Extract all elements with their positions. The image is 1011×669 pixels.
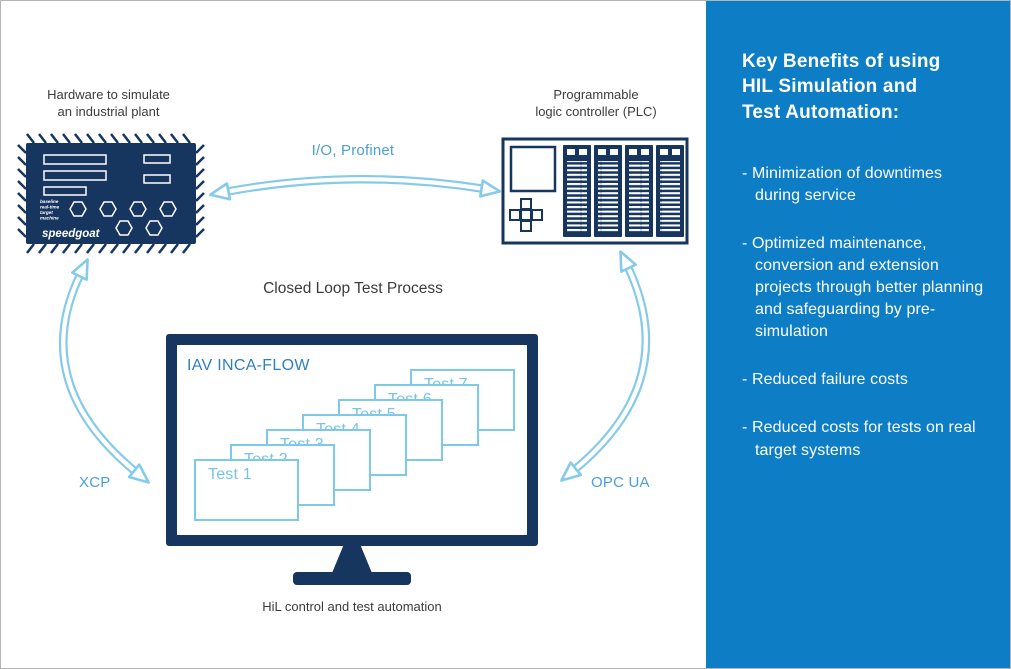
io-profinet-label: I/O, Profinet	[311, 142, 395, 159]
xcp-label: XCP	[79, 474, 111, 491]
monitor-caption: HiL control and test automation	[262, 599, 442, 614]
svg-text:target: target	[40, 210, 53, 215]
benefit-item: - Reduced costs for tests on real target…	[742, 419, 976, 459]
plc-io-modules	[563, 145, 684, 237]
monitor-stand-neck	[332, 546, 372, 573]
benefits-list: - Minimization of downtimes during servi…	[742, 163, 986, 462]
device-connectors	[69, 201, 177, 236]
opc-ua-arrow	[560, 250, 651, 482]
device-slots	[43, 154, 171, 196]
svg-text:real-time: real-time	[40, 205, 60, 210]
monitor-stand-base	[293, 572, 411, 585]
plc-keypad	[509, 198, 543, 232]
svg-text:baseline: baseline	[40, 199, 59, 204]
monitor: IAV INCA-FLOW Test 7 Test 6 Test 5 Test …	[166, 334, 538, 546]
svg-text:machine: machine	[40, 216, 59, 221]
benefit-item: - Reduced failure costs	[742, 371, 908, 389]
closed-loop-label: Closed Loop Test Process	[263, 280, 443, 297]
speedgoat-brand-text: speedgoat	[42, 228, 101, 240]
hardware-label: Hardware to simulate an industrial plant	[47, 87, 170, 119]
benefit-item: - Minimization of downtimes during servi…	[742, 164, 943, 204]
benefits-panel: Key Benefits of using HIL Simulation and…	[706, 1, 1010, 668]
plc-screen	[509, 145, 557, 193]
opc-ua-label: OPC UA	[591, 474, 650, 491]
plc-label: Programmable logic controller (PLC)	[535, 87, 657, 119]
monitor-title: IAV INCA-FLOW	[187, 357, 310, 374]
speedgoat-device-illustration: baseline real-time target machine speedg…	[17, 133, 205, 254]
xcp-arrow	[59, 258, 150, 484]
io-profinet-arrow	[208, 174, 502, 201]
benefit-item: - Optimized maintenance, conversion and …	[742, 234, 984, 341]
test-window-label: Test 1	[208, 466, 252, 483]
benefits-title: Key Benefits of using HIL Simulation and…	[742, 51, 941, 123]
test-window: Test 1	[194, 459, 299, 521]
plc-illustration	[501, 137, 689, 245]
device-small-text: baseline real-time target machine	[40, 199, 60, 221]
